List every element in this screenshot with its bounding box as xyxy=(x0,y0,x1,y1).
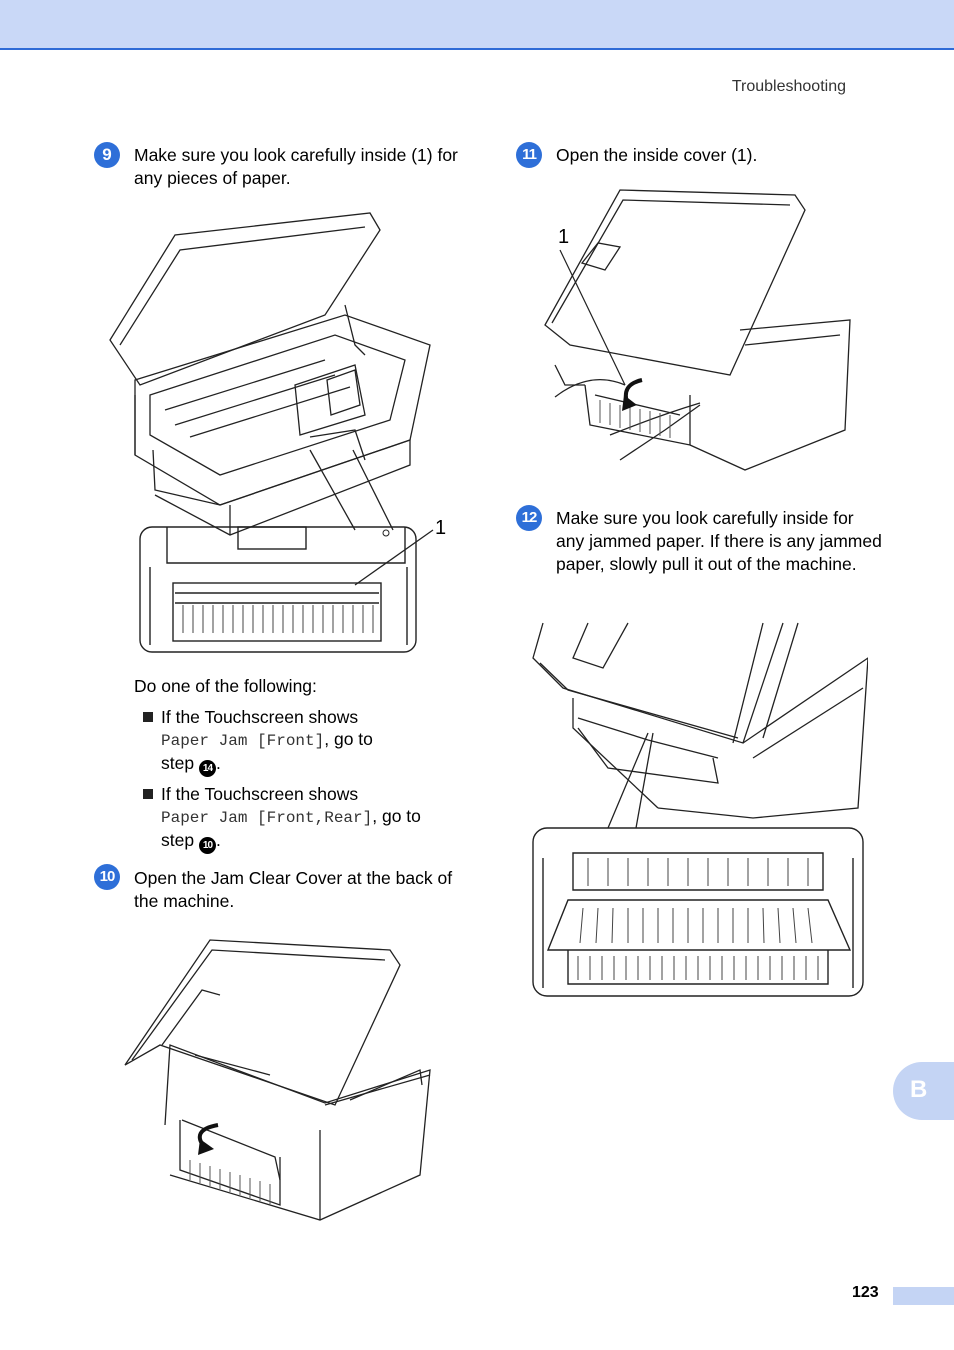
chapter-tab: B xyxy=(893,1062,954,1120)
bullet-square-icon xyxy=(143,712,153,722)
section-title: Troubleshooting xyxy=(731,78,846,95)
figure-printer-jam-cover xyxy=(124,939,431,1221)
step-11-marker: 11 xyxy=(516,142,542,168)
bullet-tail: , go to xyxy=(324,729,373,749)
bullet-code: Paper Jam [Front,Rear] xyxy=(161,809,373,827)
bullet-lead: If the Touchscreen shows xyxy=(161,784,359,804)
bullet-item: If the Touchscreen shows Paper Jam [Fron… xyxy=(143,783,481,854)
step-ref-14[interactable]: 14 xyxy=(198,760,216,777)
bullet-square-icon xyxy=(143,789,153,799)
step-9-text: Make sure you look carefully inside (1) … xyxy=(134,145,458,188)
figure-inside-cover xyxy=(544,189,851,471)
bullet-lead: If the Touchscreen shows xyxy=(161,707,359,727)
header-band xyxy=(0,0,954,50)
do-one-following: Do one of the following: xyxy=(134,676,317,696)
figure-3-callout: 1 xyxy=(558,226,570,248)
bullet-item: If the Touchscreen shows Paper Jam [Fron… xyxy=(143,706,471,777)
figure-1-callout: 1 xyxy=(435,517,447,539)
page-number: 123 xyxy=(852,1284,879,1301)
figure-rear-jam-view xyxy=(532,622,868,997)
bullet-tail: , go to xyxy=(372,806,421,826)
step-ref-10[interactable]: 10 xyxy=(198,837,216,854)
step-10-marker: 10 xyxy=(94,864,120,890)
figure-printer-open-scanner xyxy=(109,212,434,653)
bullet-step-word: step xyxy=(161,830,195,850)
bullet-end: . xyxy=(215,830,221,850)
step-12-marker: 12 xyxy=(516,505,542,531)
step-10-text: Open the Jam Clear Cover at the back of … xyxy=(134,868,453,911)
step-12-text: Make sure you look carefully inside for … xyxy=(556,508,882,574)
bullet-code: Paper Jam [Front] xyxy=(161,732,325,750)
step-11-text: Open the inside cover (1). xyxy=(556,145,758,165)
bullet-step-word: step xyxy=(161,753,195,773)
step-9-marker: 9 xyxy=(94,142,120,168)
chapter-tab-letter: B xyxy=(910,1076,928,1103)
page-number-bar xyxy=(893,1287,954,1305)
bullet-end: . xyxy=(215,753,221,773)
